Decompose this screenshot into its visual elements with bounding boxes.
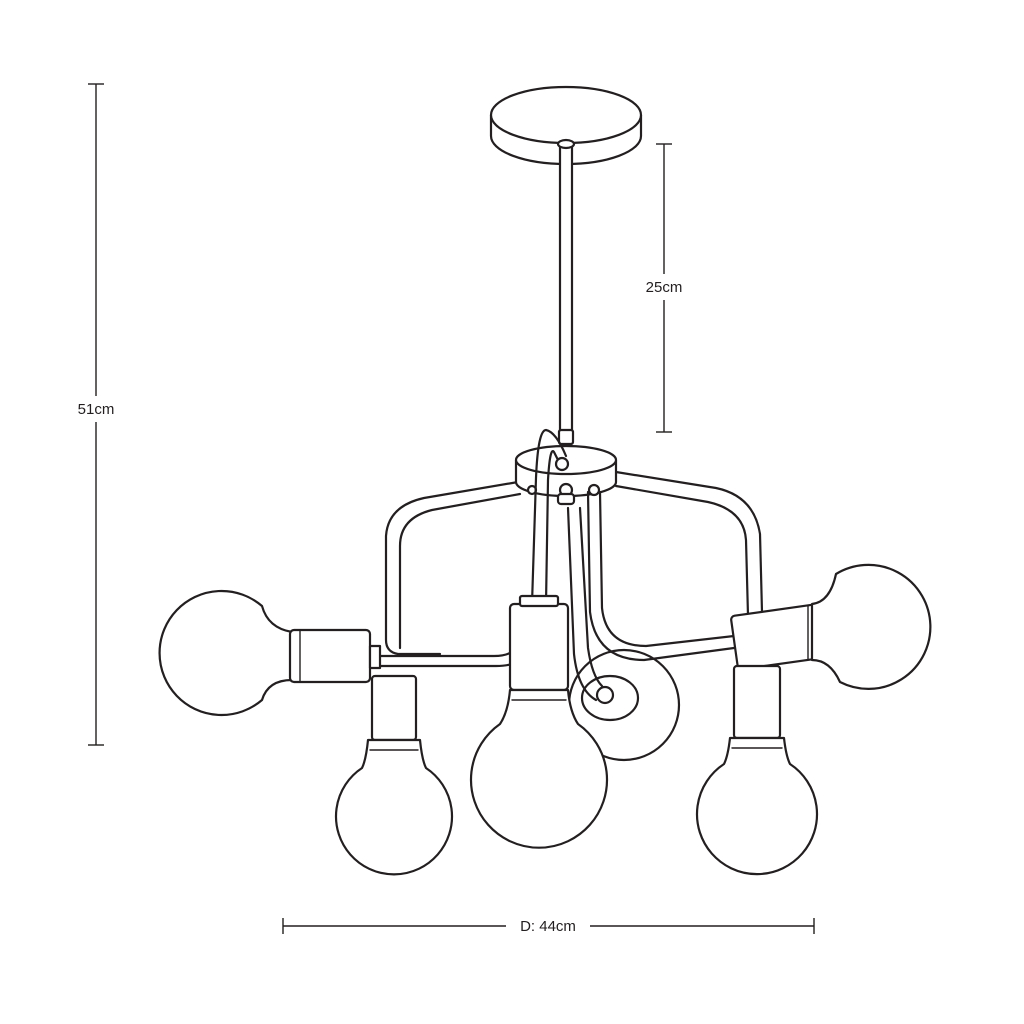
rod-length-label: 25cm: [646, 279, 683, 296]
right-arm: [586, 490, 736, 662]
diameter-label: D: 44cm: [520, 918, 576, 935]
height-label: 51cm: [78, 401, 115, 418]
right-bulb: [730, 563, 932, 690]
left-bulb: [158, 589, 382, 717]
frame-arms-back: [384, 470, 764, 656]
lower-right-bulb: [695, 664, 819, 876]
center-bulb: [469, 594, 609, 849]
suspension-rod: [556, 138, 576, 446]
left-arm: [378, 646, 522, 668]
rod-length-dimension: 25cm: [646, 143, 683, 433]
rear-bulb: [567, 648, 681, 762]
diameter-dimension: D: 44cm: [282, 918, 815, 935]
center-arm: [530, 428, 570, 606]
lower-left-bulb: [334, 674, 454, 876]
height-dimension: 51cm: [78, 83, 115, 746]
rear-arm: [566, 506, 604, 702]
